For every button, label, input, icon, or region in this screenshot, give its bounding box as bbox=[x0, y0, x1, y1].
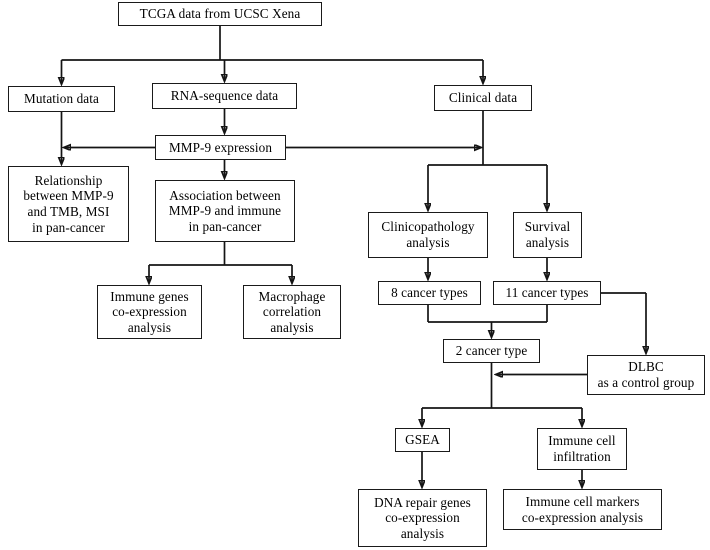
node-gsea[interactable]: GSEA bbox=[395, 428, 450, 452]
node-clinical-data[interactable]: Clinical data bbox=[434, 85, 532, 111]
edge-cancer2-fanout bbox=[422, 407, 582, 426]
node-relationship-tmb-msi[interactable]: Relationship between MMP-9 and TMB, MSI … bbox=[8, 166, 129, 242]
node-2-cancer-type[interactable]: 2 cancer type bbox=[443, 339, 540, 363]
node-survival-analysis[interactable]: Survival analysis bbox=[513, 212, 582, 258]
node-rna-sequence-data[interactable]: RNA-sequence data bbox=[152, 83, 297, 109]
node-tcga-data[interactable]: TCGA data from UCSC Xena bbox=[118, 2, 322, 26]
node-dna-repair-genes[interactable]: DNA repair genes co-expression analysis bbox=[358, 489, 487, 547]
node-immune-cell-infiltration[interactable]: Immune cell infiltration bbox=[537, 428, 627, 470]
edge-association-fanout bbox=[149, 242, 292, 283]
node-association-immune[interactable]: Association between MMP-9 and immune in … bbox=[155, 180, 295, 242]
edge-tcga-fanout bbox=[62, 26, 484, 84]
node-mutation-data[interactable]: Mutation data bbox=[8, 86, 115, 112]
node-mmp9-expression[interactable]: MMP-9 expression bbox=[155, 135, 286, 160]
node-clinicopathology-analysis[interactable]: Clinicopathology analysis bbox=[368, 212, 488, 258]
node-macrophage-correlation[interactable]: Macrophage correlation analysis bbox=[243, 285, 341, 339]
node-8-cancer-types[interactable]: 8 cancer types bbox=[378, 281, 481, 305]
node-11-cancer-types[interactable]: 11 cancer types bbox=[493, 281, 601, 305]
node-immune-genes-coexpression[interactable]: Immune genes co-expression analysis bbox=[97, 285, 202, 339]
node-immune-cell-markers[interactable]: Immune cell markers co-expression analys… bbox=[503, 489, 662, 530]
edge-clinical-fanout bbox=[428, 111, 547, 210]
edge-cancer11-to-dlbc bbox=[601, 292, 646, 353]
node-dlbc-control-group[interactable]: DLBC as a control group bbox=[587, 355, 705, 395]
edge-cancertypes-to-cancer2 bbox=[427, 305, 548, 337]
